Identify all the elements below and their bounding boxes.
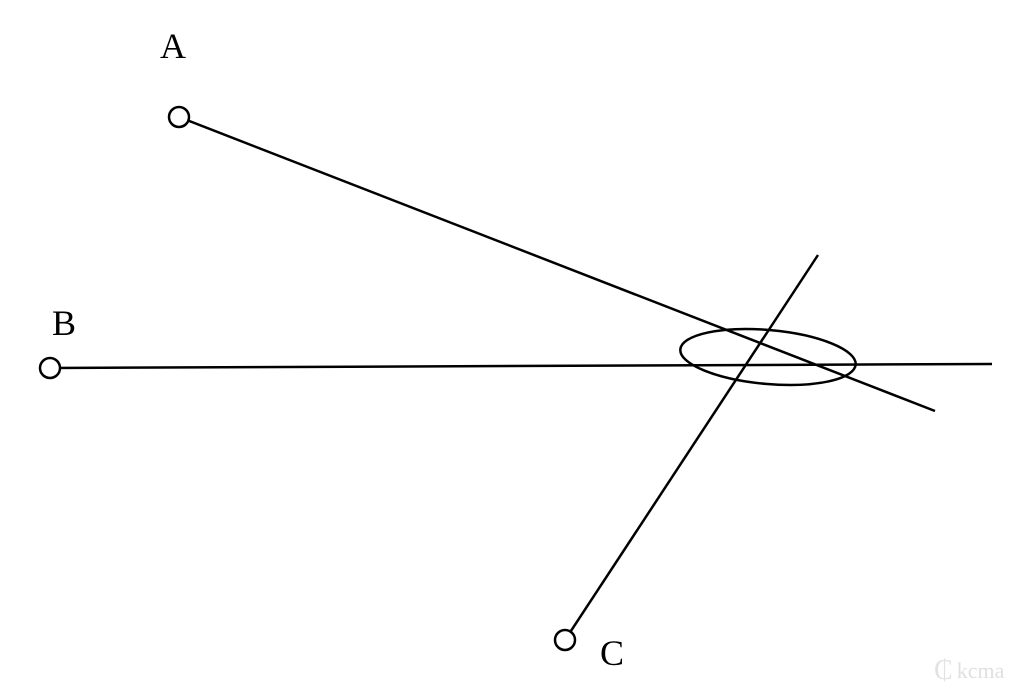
watermark-text: kcma bbox=[956, 658, 1005, 683]
error-ellipse bbox=[679, 327, 857, 387]
station-c-label: C bbox=[600, 633, 625, 673]
watermark: ₵ kcma bbox=[934, 655, 1004, 687]
station-a-marker bbox=[167, 105, 191, 129]
bearing-line-a bbox=[178, 115, 936, 413]
station-a-label: A bbox=[160, 26, 186, 66]
station-b-label: B bbox=[52, 303, 77, 343]
currency-mark-icon: ₵ bbox=[934, 655, 953, 686]
station-c-marker bbox=[553, 628, 577, 652]
station-b-marker bbox=[38, 356, 62, 380]
bearing-line-c bbox=[563, 254, 820, 641]
bearing-line-b bbox=[49, 362, 993, 370]
